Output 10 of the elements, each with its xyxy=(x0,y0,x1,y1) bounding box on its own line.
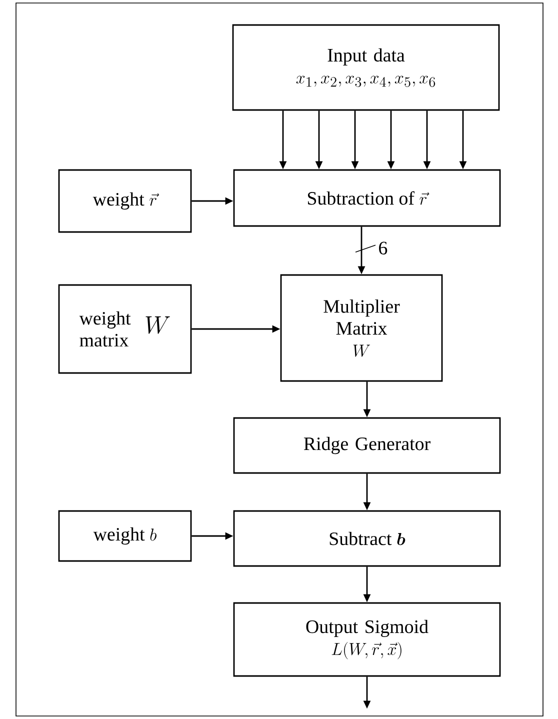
process-box: Multiplier Matrix $W$ xyxy=(280,274,443,382)
process-box: Subtract $\boldsymbol{b}$ xyxy=(233,510,501,567)
weight-box: weight $b$ xyxy=(58,510,192,562)
weight-box: weight $\vec{r}$ xyxy=(58,169,192,233)
process-box: Ridge Generator xyxy=(233,417,501,474)
edge-label: 6 xyxy=(377,240,389,256)
input-box: Input data $x_1,x_2,x_3,x_4,x_5,x_6$ xyxy=(232,24,500,111)
output-box: Output Sigmoid $L(W,\vec{r},\vec{x})$ xyxy=(233,602,501,677)
weight-box: weight matrix $W$ xyxy=(58,284,192,374)
process-box: Subtraction of $\vec{r}$ xyxy=(233,169,501,227)
